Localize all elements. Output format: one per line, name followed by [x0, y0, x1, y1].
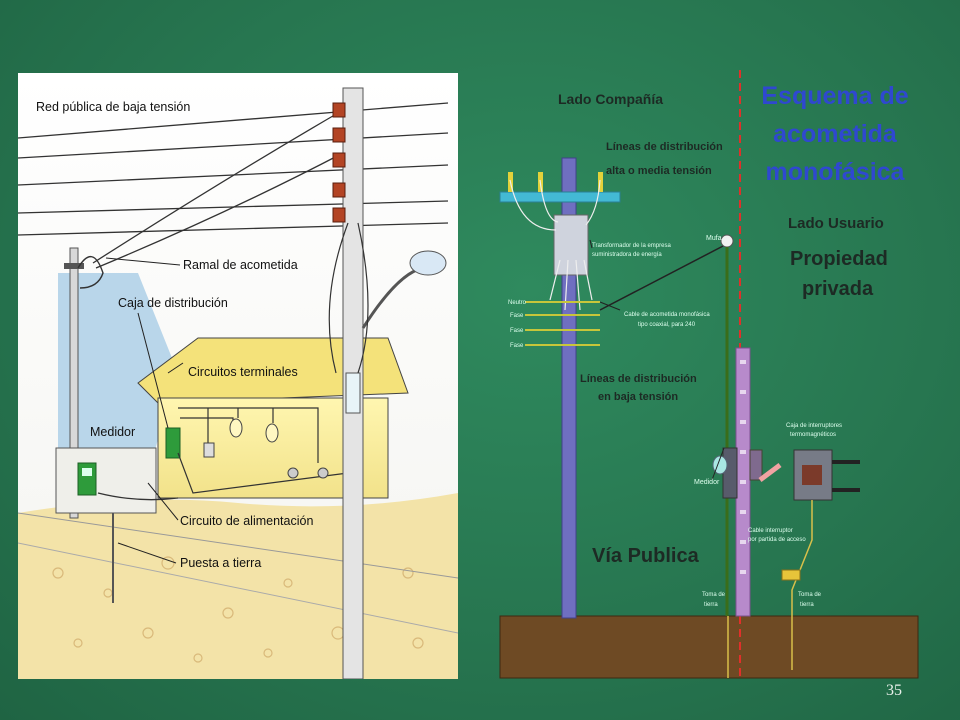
- ground-clamp: [781, 569, 801, 581]
- label-caja: Caja de distribución: [118, 296, 228, 310]
- svg-text:Neutro: Neutro: [508, 300, 527, 306]
- light-bulb-2: [265, 423, 279, 443]
- pole-insulators: [332, 102, 346, 223]
- label-cable-interruptor: Cable interruptor por partida de acceso: [748, 528, 806, 543]
- service-drop-loop: [77, 256, 104, 289]
- label-caja-interruptores: Caja de interruptores termomagnéticos: [786, 423, 842, 438]
- meter-socket: [749, 449, 763, 481]
- label-lineas-alta: Líneas de distribución alta o media tens…: [606, 141, 723, 177]
- svg-text:Transformador de la empresa: Transformador de la empresa: [592, 243, 671, 249]
- label-cable-acometida: Cable de acometida monofásica tipo coaxi…: [624, 312, 710, 328]
- ground-line: [17, 512, 459, 579]
- leader-lines: [105, 257, 184, 564]
- svg-text:acometida: acometida: [773, 120, 898, 148]
- meter-box: [77, 462, 97, 496]
- pole-crossarm: [499, 191, 621, 203]
- meter-connector: [758, 463, 782, 482]
- label-circuito-alim: Circuito de alimentación: [180, 514, 313, 528]
- svg-text:tierra: tierra: [704, 602, 718, 608]
- pole-riser-wires: [328, 222, 369, 374]
- svg-text:tierra: tierra: [800, 602, 814, 608]
- meter-wall: [55, 447, 157, 514]
- single-phase-service-schematic: Neutro Fase Fase Fase Esquema de acometi…: [480, 70, 940, 682]
- svg-text:alta o media tensión: alta o media tensión: [606, 165, 712, 177]
- low-voltage-lines: [525, 301, 600, 346]
- svg-text:en baja tensión: en baja tensión: [598, 391, 678, 403]
- label-medidor-schematic: Medidor: [694, 479, 720, 486]
- svg-text:Caja de interruptores: Caja de interruptores: [786, 423, 842, 429]
- svg-text:Fase: Fase: [510, 313, 524, 319]
- mast-head: [64, 263, 84, 269]
- svg-text:Líneas de distribución: Líneas de distribución: [606, 141, 723, 153]
- wall-switch: [203, 442, 215, 458]
- distribution-box: [165, 427, 181, 459]
- breaker-panel: [802, 465, 822, 485]
- label-lado-usuario: Lado Usuario: [788, 215, 884, 232]
- ground-slab: [499, 615, 919, 679]
- svg-text:Cable de acometida monofásica: Cable de acometida monofásica: [624, 312, 710, 318]
- light-bulb-1: [229, 418, 243, 438]
- svg-text:Líneas de distribución: Líneas de distribución: [580, 373, 697, 385]
- supply-circuit-wire: [97, 492, 179, 501]
- label-circuitos: Circuitos terminales: [188, 365, 298, 379]
- meter-window: [82, 468, 92, 476]
- svg-text:tipo coaxial, para 240: tipo coaxial, para 240: [638, 322, 696, 328]
- label-via-publica: Vía Publica: [592, 545, 700, 567]
- transformer: [553, 214, 589, 276]
- diagram-title: Esquema de acometida monofásica: [761, 82, 908, 186]
- line-tags: Neutro Fase Fase Fase: [508, 300, 527, 349]
- svg-text:Toma de: Toma de: [702, 592, 726, 598]
- label-medidor: Medidor: [90, 425, 135, 439]
- label-toma-tierra-2: Toma de tierra: [798, 592, 822, 608]
- residential-service-illustration: Red pública de baja tensión Ramal de aco…: [17, 73, 459, 680]
- svg-text:privada: privada: [802, 278, 874, 300]
- meter-housing: [722, 447, 738, 499]
- label-red-publica: Red pública de baja tensión: [36, 100, 190, 114]
- meter-dial: [712, 455, 728, 475]
- sky-patch: [58, 273, 178, 473]
- svg-text:monofásica: monofásica: [766, 158, 906, 186]
- label-toma-tierra-1: Toma de tierra: [702, 592, 726, 608]
- ground-line-2: [17, 542, 459, 634]
- svg-text:Toma de: Toma de: [798, 592, 822, 598]
- schematic-leaders: [589, 239, 725, 481]
- service-drop-cable: [599, 244, 726, 311]
- soil-pebbles: [52, 556, 424, 663]
- outlet-1: [287, 467, 299, 479]
- label-puesta-tierra: Puesta a tierra: [180, 556, 261, 570]
- service-mast: [69, 247, 79, 519]
- svg-text:termomagnéticos: termomagnéticos: [790, 432, 836, 438]
- label-lado-compania: Lado Compañía: [558, 91, 663, 107]
- crossarm-insulators: [508, 172, 603, 192]
- label-lineas-baja: Líneas de distribución en baja tensión: [580, 373, 697, 403]
- label-ramal: Ramal de acometida: [183, 258, 298, 272]
- outlet-2: [317, 467, 329, 479]
- slide-number: 35: [886, 682, 902, 699]
- svg-text:Fase: Fase: [510, 328, 524, 334]
- ground-wire-user: [791, 500, 813, 670]
- pole-junction-box: [345, 372, 361, 414]
- svg-text:por partida de acceso: por partida de acceso: [748, 537, 806, 543]
- svg-text:Esquema de: Esquema de: [761, 82, 908, 110]
- svg-text:suministradora de energía: suministradora de energía: [592, 252, 662, 258]
- svg-text:Cable interruptor: Cable interruptor: [748, 528, 793, 534]
- street-light: [409, 250, 447, 276]
- svg-text:Propiedad: Propiedad: [790, 248, 888, 270]
- label-mufa: Mufa: [706, 235, 722, 242]
- power-lines: [17, 102, 449, 269]
- label-transformador: Transformador de la empresa suministrado…: [592, 243, 671, 258]
- mufa-head: [720, 234, 734, 248]
- svg-text:Fase: Fase: [510, 343, 524, 349]
- post-marks: [740, 360, 746, 574]
- label-propiedad-privada: Propiedad privada: [790, 248, 888, 300]
